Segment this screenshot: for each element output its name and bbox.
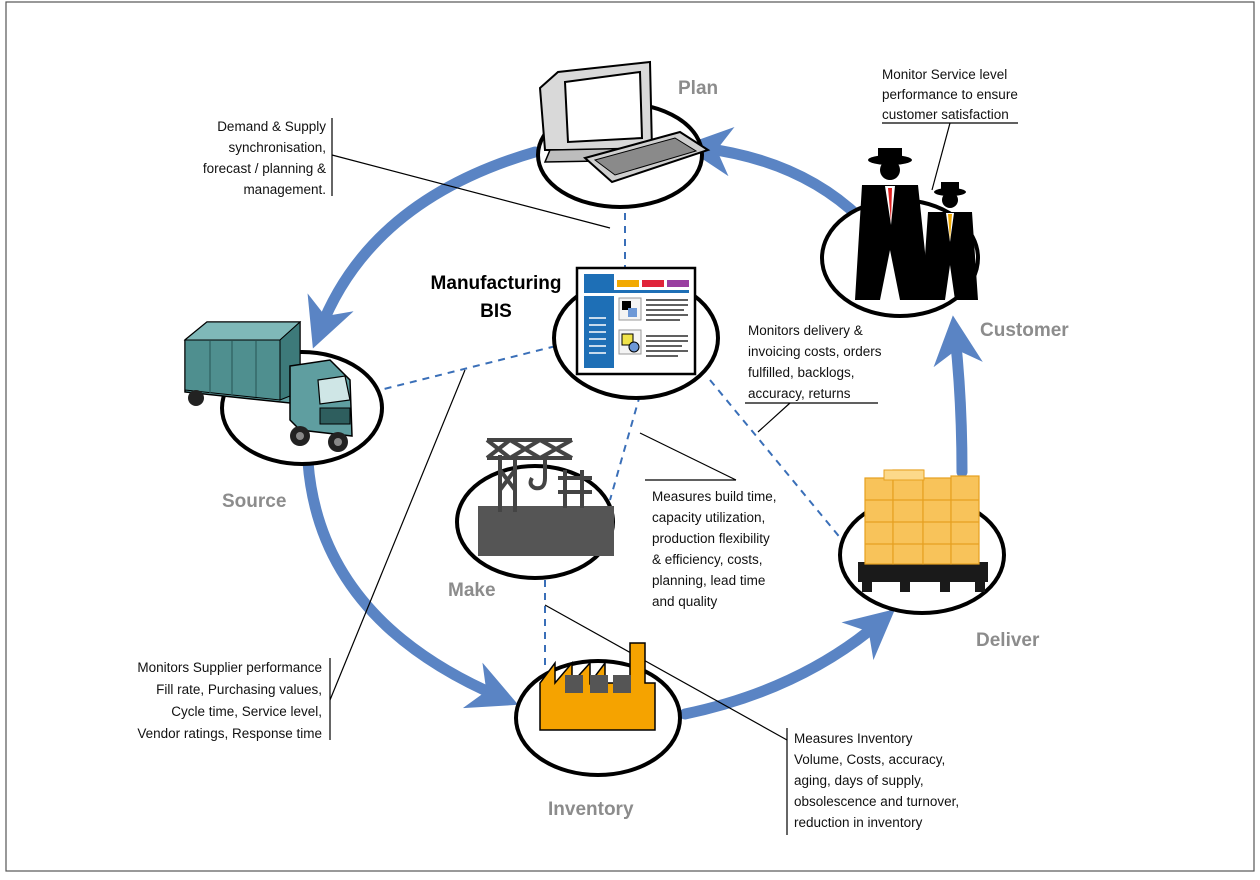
customer-note: Monitor Service level performance to ens… (882, 67, 1018, 122)
businessmen-icon (855, 148, 978, 300)
center-label-line1: Manufacturing (431, 273, 562, 294)
inventory-note-line: aging, days of supply, (794, 773, 924, 788)
inventory-note-line: obsolescence and turnover, (794, 794, 959, 809)
deliver-note-line: fulfilled, backlogs, (748, 365, 855, 380)
bis-node (552, 266, 720, 400)
source-note-line: Vendor ratings, Response time (137, 726, 322, 741)
plan-note-line: synchronisation, (228, 140, 326, 155)
deliver-node (838, 469, 1006, 615)
make-note-line: & efficiency, costs, (652, 552, 763, 567)
make-note-line: and quality (652, 594, 718, 609)
make-note-line: planning, lead time (652, 573, 765, 588)
truck-icon (183, 320, 353, 452)
source-note-line: Fill rate, Purchasing values, (156, 682, 322, 697)
inventory-note-line: Volume, Costs, accuracy, (794, 752, 945, 767)
make-node (455, 438, 615, 580)
arrow-deliver-to-customer (933, 315, 983, 478)
factory-icon (539, 642, 656, 731)
leader-lines (329, 118, 1018, 835)
customer-node (820, 148, 980, 318)
inventory-note: Measures Inventory Volume, Costs, accura… (794, 731, 959, 830)
dashed-connectors (371, 200, 843, 670)
plan-note-line: forecast / planning & (203, 161, 326, 176)
arrow-source-to-inventory (302, 456, 519, 709)
make-note-line: capacity utilization, (652, 510, 765, 525)
customer-note-line: Monitor Service level (882, 67, 1007, 82)
source-note: Monitors Supplier performance Fill rate,… (137, 660, 322, 741)
make-note: Measures build time, capacity utilizatio… (652, 489, 777, 609)
deliver-note-line: Monitors delivery & (748, 323, 863, 338)
cycle-arrows (302, 127, 983, 720)
source-node (183, 320, 384, 466)
factory-construction-icon (478, 438, 614, 556)
plan-note-line: Demand & Supply (217, 119, 326, 134)
plan-node (536, 60, 711, 209)
customer-note-line: customer satisfaction (882, 107, 1009, 122)
make-note-line: production flexibility (652, 531, 770, 546)
deliver-label: Deliver (976, 630, 1040, 651)
inventory-note-line: reduction in inventory (794, 815, 923, 830)
pallet-boxes-icon (858, 469, 988, 592)
arrow-plan-to-source (307, 146, 541, 349)
plan-label: Plan (678, 78, 718, 99)
frame-border (5, 1, 1255, 872)
source-note-line: Monitors Supplier performance (137, 660, 322, 675)
make-note-line: Measures build time, (652, 489, 777, 504)
plan-note: Demand & Supply synchronisation, forecas… (203, 119, 326, 197)
center-label-line2: BIS (480, 301, 512, 322)
inventory-label: Inventory (548, 799, 634, 820)
arrow-customer-to-plan (682, 127, 866, 224)
deliver-note-line: invoicing costs, orders (748, 344, 882, 359)
make-label: Make (448, 580, 496, 601)
plan-note-line: management. (243, 182, 326, 197)
customer-label: Customer (980, 320, 1069, 341)
deliver-note: Monitors delivery & invoicing costs, ord… (748, 323, 882, 401)
customer-note-line: performance to ensure (882, 87, 1018, 102)
inventory-note-line: Measures Inventory (794, 731, 913, 746)
report-screen-icon (575, 266, 697, 376)
computer-icon (538, 60, 711, 184)
arrow-inventory-to-deliver (679, 609, 896, 720)
source-note-line: Cycle time, Service level, (171, 704, 322, 719)
source-label: Source (222, 491, 286, 512)
deliver-note-line: accuracy, returns (748, 386, 851, 401)
inventory-node (514, 642, 682, 777)
